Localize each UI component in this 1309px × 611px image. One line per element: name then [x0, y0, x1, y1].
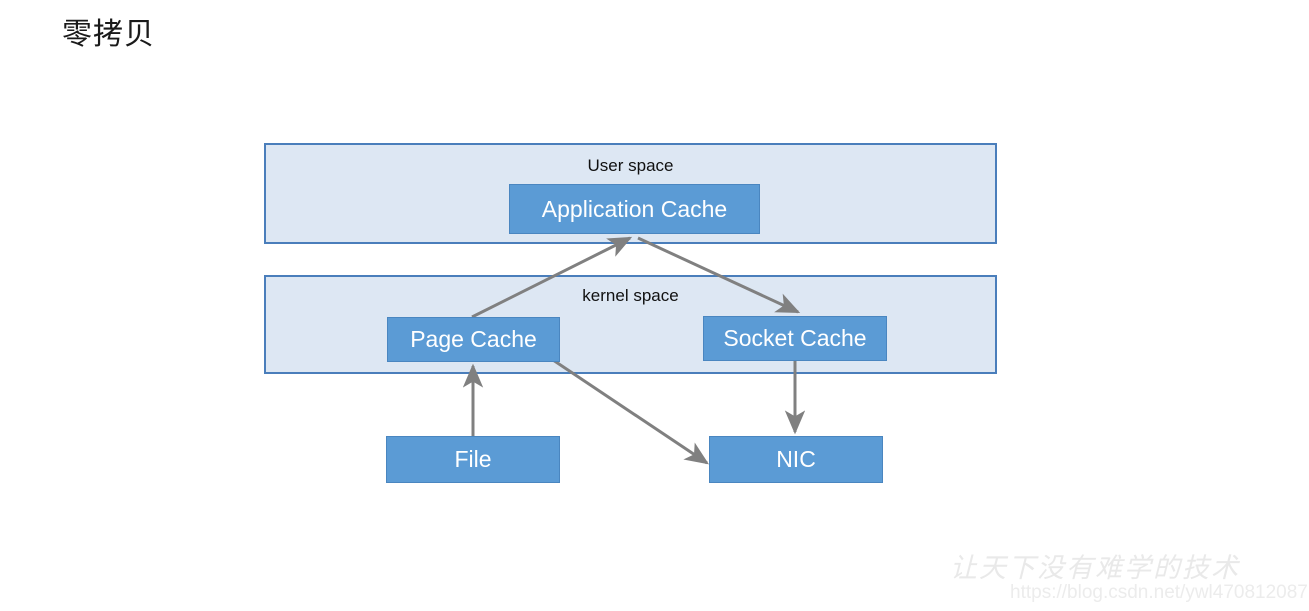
node-nic[interactable]: NIC	[709, 436, 883, 483]
page-title: 零拷贝	[62, 17, 155, 52]
node-application-cache[interactable]: Application Cache	[509, 184, 760, 234]
node-file[interactable]: File	[386, 436, 560, 483]
node-socket-cache[interactable]: Socket Cache	[703, 316, 887, 361]
arrow-application-cache-to-socket-cache	[637, 236, 801, 314]
node-page-cache[interactable]: Page Cache	[387, 317, 560, 362]
arrow-page-cache-to-application-cache	[471, 236, 633, 319]
arrow-page-cache-to-nic	[552, 358, 709, 465]
user-space-label: User space	[587, 156, 674, 175]
kernel-space-label: kernel space	[582, 286, 679, 305]
